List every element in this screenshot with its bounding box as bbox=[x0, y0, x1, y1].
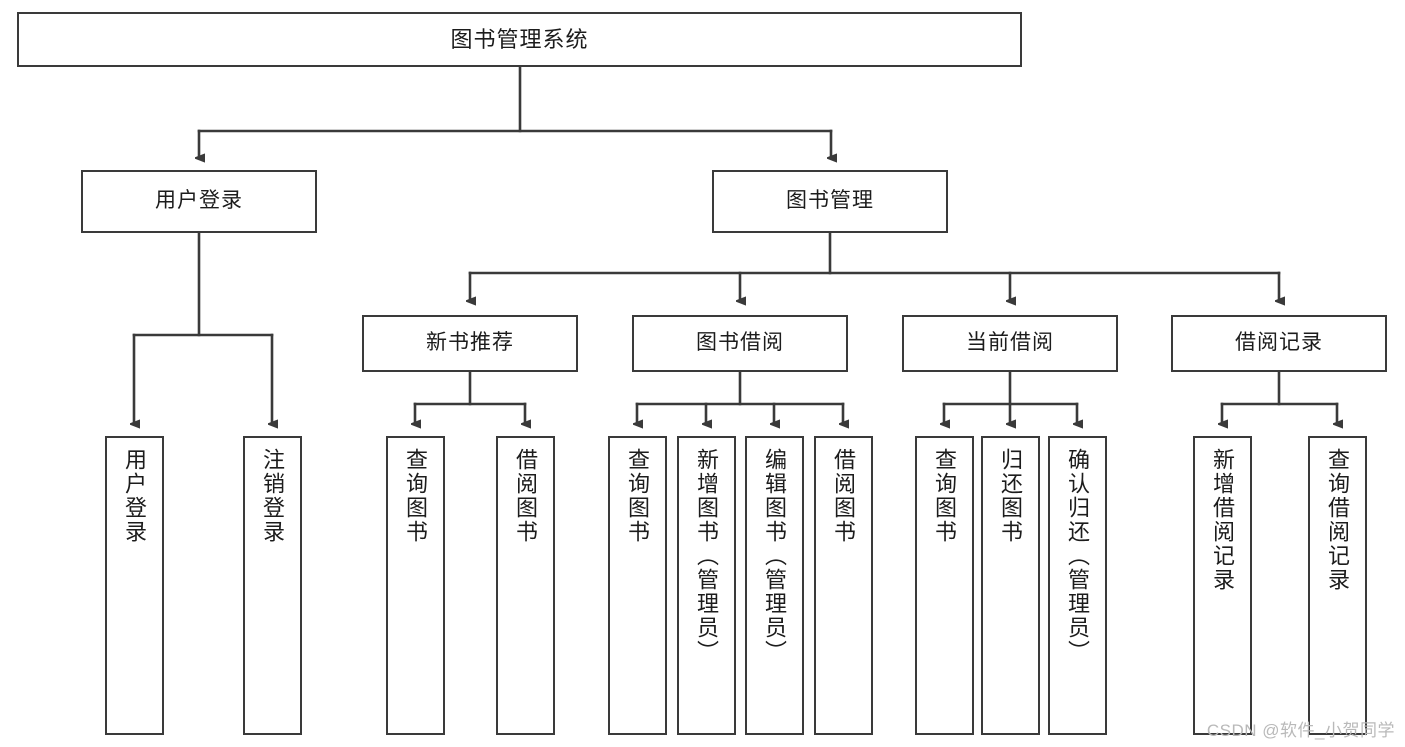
node-label: 查询图书 bbox=[403, 448, 429, 544]
node-label: 借阅图书 bbox=[513, 448, 539, 544]
node-root-system[interactable]: 图书管理系统 bbox=[17, 12, 1022, 67]
leaf-current-query-book[interactable]: 查询图书 bbox=[915, 436, 974, 735]
leaf-current-return-book[interactable]: 归还图书 bbox=[981, 436, 1040, 735]
node-label: 用户登录 bbox=[155, 189, 243, 213]
node-label: 新书推荐 bbox=[426, 331, 514, 355]
leaf-user-login-login[interactable]: 用户登录 bbox=[105, 436, 164, 735]
node-label: 注销登录 bbox=[260, 448, 286, 544]
node-book-management[interactable]: 图书管理 bbox=[712, 170, 948, 233]
node-label: 查询借阅记录 bbox=[1325, 448, 1351, 592]
leaf-record-query-record[interactable]: 查询借阅记录 bbox=[1308, 436, 1367, 735]
node-borrow-record[interactable]: 借阅记录 bbox=[1171, 315, 1387, 372]
node-label: 借阅记录 bbox=[1235, 331, 1323, 355]
leaf-recommend-borrow-book[interactable]: 借阅图书 bbox=[496, 436, 555, 735]
leaf-recommend-query-book[interactable]: 查询图书 bbox=[386, 436, 445, 735]
leaf-borrow-edit-book-admin[interactable]: 编辑图书（管理员） bbox=[745, 436, 804, 735]
node-current-borrow[interactable]: 当前借阅 bbox=[902, 315, 1118, 372]
csdn-watermark: CSDN @软件_小贺同学 bbox=[1206, 721, 1395, 740]
node-label: 编辑图书（管理员） bbox=[762, 448, 788, 664]
node-label: 确认归还（管理员） bbox=[1065, 448, 1091, 664]
leaf-current-confirm-return-admin[interactable]: 确认归还（管理员） bbox=[1048, 436, 1107, 735]
node-label: 新增图书（管理员） bbox=[694, 448, 720, 664]
node-label: 查询图书 bbox=[625, 448, 651, 544]
node-label: 用户登录 bbox=[122, 448, 148, 544]
node-label: 借阅图书 bbox=[831, 448, 857, 544]
node-book-borrow[interactable]: 图书借阅 bbox=[632, 315, 848, 372]
node-label: 新增借阅记录 bbox=[1210, 448, 1236, 592]
node-label: 查询图书 bbox=[932, 448, 958, 544]
leaf-borrow-borrow-book[interactable]: 借阅图书 bbox=[814, 436, 873, 735]
node-user-login[interactable]: 用户登录 bbox=[81, 170, 317, 233]
node-label: 图书管理系统 bbox=[450, 26, 589, 52]
node-label: 图书借阅 bbox=[696, 331, 784, 355]
node-new-book-recommend[interactable]: 新书推荐 bbox=[362, 315, 578, 372]
node-label: 图书管理 bbox=[786, 189, 874, 213]
leaf-borrow-add-book-admin[interactable]: 新增图书（管理员） bbox=[677, 436, 736, 735]
leaf-user-login-logout[interactable]: 注销登录 bbox=[243, 436, 302, 735]
node-label: 归还图书 bbox=[998, 448, 1024, 544]
leaf-borrow-query-book[interactable]: 查询图书 bbox=[608, 436, 667, 735]
node-label: 当前借阅 bbox=[966, 331, 1054, 355]
leaf-record-add-record[interactable]: 新增借阅记录 bbox=[1193, 436, 1252, 735]
